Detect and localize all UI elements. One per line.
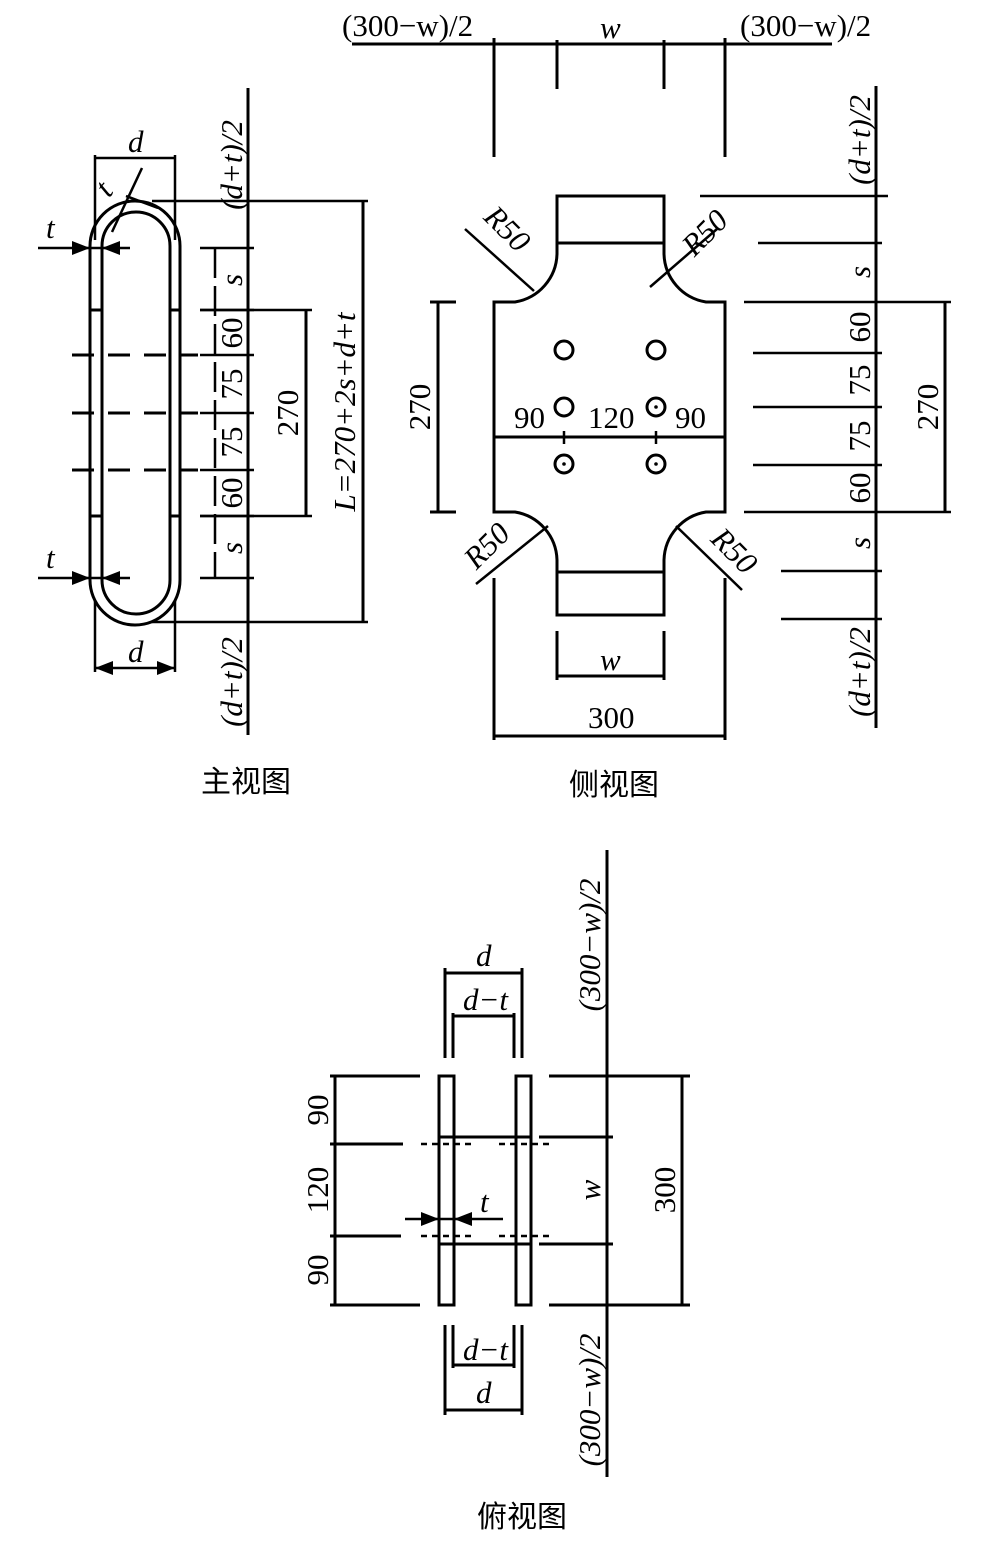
top-d-bottom-label: d <box>476 1375 492 1410</box>
top-left-plate <box>437 1074 456 1307</box>
side-half-bottom-label: (d+t)/2 <box>842 627 877 717</box>
side-view: (300−w)/2 w (300−w)/2 90 120 90 R50 R50 … <box>342 8 951 803</box>
top-half-top-label: (300−w)/2 <box>572 879 607 1012</box>
side-seg-75a-label: 75 <box>842 365 877 396</box>
bolt-hole <box>645 396 667 418</box>
hole-center-dot <box>654 462 658 466</box>
arrow-left-icon <box>95 661 113 675</box>
side-bottom-300-label: 300 <box>588 700 635 735</box>
side-s-top-label: s <box>842 266 877 278</box>
arrow-right-icon <box>157 661 175 675</box>
front-s-bottom-label: s <box>214 542 249 554</box>
side-r50-tl-label: R50 <box>477 198 538 259</box>
front-d-top-label: d <box>128 124 144 159</box>
side-top-left-label: (300−w)/2 <box>342 8 473 43</box>
front-view-caption: 主视图 <box>201 765 291 800</box>
top-seg-90a-label: 90 <box>300 1095 335 1126</box>
top-dt-top-label: d−t <box>463 982 509 1017</box>
side-view-caption: 侧视图 <box>569 768 659 803</box>
front-s-top-label: s <box>214 274 249 286</box>
top-t-label: t <box>480 1184 490 1219</box>
arrow-right-icon <box>72 571 90 585</box>
top-dt-bottom-label: d−t <box>463 1332 509 1367</box>
top-300-label: 300 <box>647 1167 682 1214</box>
top-right-plate <box>514 1074 533 1307</box>
bolt-hole <box>645 453 667 475</box>
arrow-left-icon <box>102 241 120 255</box>
top-half-bottom-label: (300−w)/2 <box>572 1334 607 1467</box>
side-plate-outline <box>492 194 727 617</box>
side-s-bottom-label: s <box>842 537 877 549</box>
front-seg-60a-label: 60 <box>214 318 249 349</box>
front-view: d t t t d (d+t)/2 s 60 75 <box>38 88 368 800</box>
bolt-hole <box>553 339 575 361</box>
arrow-left-icon <box>102 571 120 585</box>
front-seg-60b-label: 60 <box>214 478 249 509</box>
side-seg-75b-label: 75 <box>842 421 877 452</box>
front-t-slant-label: t <box>87 173 120 203</box>
front-half-top-label: (d+t)/2 <box>214 120 249 210</box>
top-d-top-label: d <box>476 938 492 973</box>
side-top-mid-label: w <box>600 10 621 45</box>
front-t-slant-leader <box>110 167 144 233</box>
front-t-slant-leader <box>125 194 159 210</box>
arrow-left-icon <box>454 1212 472 1226</box>
side-r50-bl-label: R50 <box>456 515 517 576</box>
side-seg-60b-label: 60 <box>842 473 877 504</box>
side-half-top-label: (d+t)/2 <box>842 95 877 185</box>
bolt-hole <box>553 396 575 418</box>
side-r50-leader <box>464 228 535 292</box>
top-view: (300−w)/2 (300−w)/2 d d−t 90 120 90 <box>300 850 690 1535</box>
side-left-270-label: 270 <box>402 384 437 431</box>
side-r50-tr-label: R50 <box>674 202 735 263</box>
top-seg-90b-label: 90 <box>300 1255 335 1286</box>
front-d-bottom-label: d <box>128 634 144 669</box>
top-seg-120-label: 120 <box>300 1167 335 1214</box>
side-hole-90b-label: 90 <box>675 400 706 435</box>
side-hole-120-label: 120 <box>588 400 635 435</box>
side-seg-60a-label: 60 <box>842 312 877 343</box>
side-r50-leader <box>649 228 718 288</box>
top-w-label: w <box>572 1179 607 1200</box>
front-seg-75a-label: 75 <box>214 369 249 400</box>
bolt-hole <box>645 339 667 361</box>
arrow-right-icon <box>72 241 90 255</box>
front-270-label: 270 <box>270 390 305 437</box>
arrow-right-icon <box>421 1212 439 1226</box>
side-r50-br-label: R50 <box>704 520 765 581</box>
side-bottom-w-label: w <box>600 642 621 677</box>
bolt-hole <box>553 453 575 475</box>
side-top-right-label: (300−w)/2 <box>740 8 871 43</box>
front-t-bottom-label: t <box>46 540 56 575</box>
front-length-formula-label: L=270+2s+d+t <box>327 311 362 512</box>
top-view-caption: 俯视图 <box>477 1500 567 1535</box>
side-r50-leader <box>475 525 549 585</box>
side-hole-90a-label: 90 <box>514 400 545 435</box>
front-t-top-label: t <box>46 210 56 245</box>
side-right-270-label: 270 <box>910 384 945 431</box>
hole-center-dot <box>562 462 566 466</box>
front-outer-profile <box>88 199 182 627</box>
hole-center-dot <box>654 405 658 409</box>
front-half-bottom-label: (d+t)/2 <box>214 637 249 727</box>
side-r50-leader <box>675 525 743 591</box>
front-seg-75b-label: 75 <box>214 427 249 458</box>
